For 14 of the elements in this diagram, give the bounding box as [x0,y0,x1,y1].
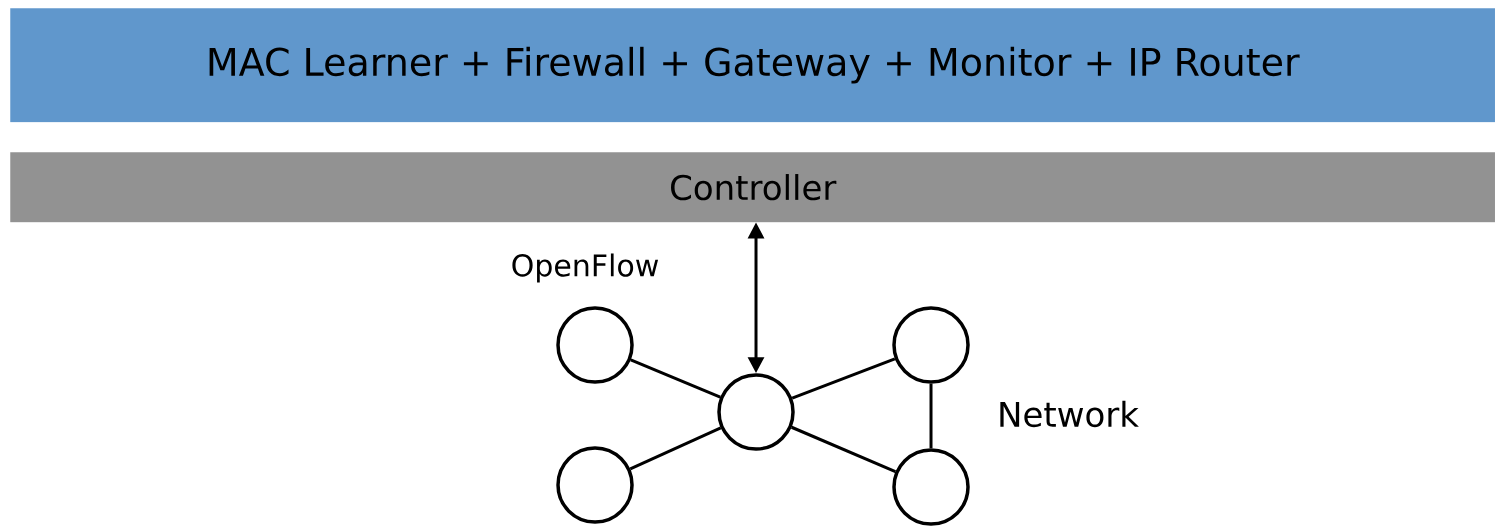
link-line [791,357,896,400]
switch-circle [556,306,634,384]
link-line [791,425,896,474]
protocol-label: OpenFlow [512,253,659,283]
link-line [629,426,722,471]
switch-circle [556,446,634,524]
link-line [929,383,933,449]
switch-circle [892,448,970,526]
application-band: MAC Learner + Firewall + Gateway + Monitor + IP Router [10,8,1495,123]
switch-circle [717,373,795,451]
network-label: Network [1000,400,1139,428]
switch-circle [892,306,970,384]
controller-band: Controller [10,152,1495,223]
link-line [630,358,721,399]
